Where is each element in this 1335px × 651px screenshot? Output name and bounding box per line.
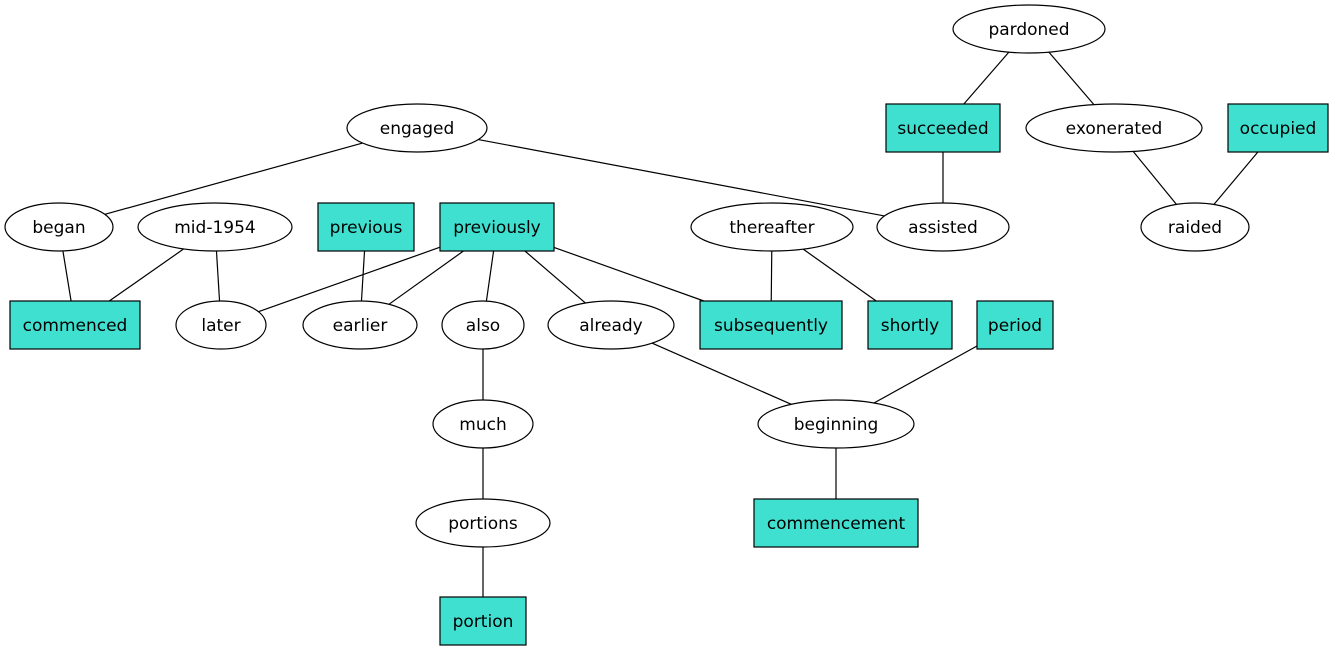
node-shortly: shortly <box>867 300 953 350</box>
node-succeeded: succeeded <box>885 103 1001 153</box>
node-portion: portion <box>439 596 527 646</box>
edges-layer <box>62 51 1259 597</box>
edge-thereafter-subsequently <box>770 250 773 302</box>
node-label: exonerated <box>1066 119 1163 139</box>
node-previously: previously <box>439 202 555 252</box>
node-commenced: commenced <box>9 300 141 350</box>
node-label: portion <box>453 612 514 632</box>
node-occupied: occupied <box>1227 103 1329 153</box>
edge-period-beginning <box>873 345 978 404</box>
node-commencement: commencement <box>753 498 919 548</box>
node-box <box>885 103 1001 153</box>
node-ellipse <box>547 300 675 350</box>
edge-previously-already <box>524 250 586 304</box>
node-label: assisted <box>908 218 978 238</box>
node-label: portions <box>448 514 518 534</box>
node-engaged: engaged <box>346 103 488 153</box>
node-label: already <box>579 316 642 336</box>
node-ellipse <box>175 300 267 350</box>
edge-thereafter-shortly <box>802 248 877 302</box>
node-label: shortly <box>881 316 939 336</box>
edge-engaged-began <box>104 142 363 215</box>
node-label: previously <box>453 218 540 238</box>
node-label: commenced <box>23 316 128 336</box>
node-ellipse <box>1025 103 1203 153</box>
node-label: raided <box>1168 218 1222 238</box>
node-ellipse <box>346 103 488 153</box>
node-also: also <box>441 300 525 350</box>
node-label: previous <box>330 218 403 238</box>
node-label: occupied <box>1240 119 1317 139</box>
edge-pardoned-succeeded <box>963 51 1010 105</box>
edge-previously-subsequently <box>553 246 705 302</box>
edge-previously-also <box>485 250 495 302</box>
node-assisted: assisted <box>876 202 1010 252</box>
edge-already-beginning <box>651 342 792 405</box>
edge-exonerated-raided <box>1132 151 1178 205</box>
node-mid1954: mid-1954 <box>137 202 293 252</box>
node-ellipse <box>876 202 1010 252</box>
node-box <box>317 202 415 252</box>
edge-mid1954-commenced <box>108 248 185 302</box>
nodes-layer: pardoned succeeded exonerated occupied engag… <box>4 4 1329 646</box>
node-beginning: beginning <box>757 399 915 449</box>
node-period: period <box>976 300 1054 350</box>
node-label: succeeded <box>897 119 988 139</box>
edge-began-commenced <box>62 250 72 302</box>
node-label: beginning <box>794 415 879 435</box>
node-label: later <box>201 316 240 336</box>
node-label: thereafter <box>729 218 814 238</box>
edge-mid1954-later <box>215 250 221 302</box>
node-ellipse <box>432 399 534 449</box>
node-earlier: earlier <box>302 300 418 350</box>
node-portions: portions <box>415 498 551 548</box>
node-label: began <box>32 218 85 238</box>
edge-previous-earlier <box>360 250 366 302</box>
node-label: earlier <box>333 316 388 336</box>
node-box <box>753 498 919 548</box>
node-box <box>867 300 953 350</box>
edge-engaged-assisted <box>478 138 885 217</box>
node-label: also <box>466 316 500 336</box>
node-pardoned: pardoned <box>952 4 1106 54</box>
node-began: began <box>4 202 114 252</box>
node-label: subsequently <box>714 316 828 336</box>
edge-pardoned-exonerated <box>1048 51 1095 106</box>
node-subsequently: subsequently <box>699 300 843 350</box>
node-ellipse <box>302 300 418 350</box>
edge-previously-earlier <box>388 250 464 305</box>
node-ellipse <box>690 202 854 252</box>
edge-occupied-raided <box>1213 151 1259 205</box>
edge-previously-later <box>258 246 441 313</box>
node-box <box>1227 103 1329 153</box>
node-ellipse <box>757 399 915 449</box>
node-box <box>439 596 527 646</box>
node-label: commencement <box>767 514 906 534</box>
node-label: pardoned <box>988 20 1069 40</box>
node-box <box>976 300 1054 350</box>
node-previous: previous <box>317 202 415 252</box>
node-later: later <box>175 300 267 350</box>
node-label: engaged <box>380 119 454 139</box>
node-label: much <box>459 415 506 435</box>
node-box <box>9 300 141 350</box>
node-ellipse <box>4 202 114 252</box>
node-box <box>439 202 555 252</box>
node-much: much <box>432 399 534 449</box>
node-ellipse <box>137 202 293 252</box>
node-ellipse <box>415 498 551 548</box>
node-box <box>699 300 843 350</box>
node-ellipse <box>441 300 525 350</box>
node-ellipse <box>952 4 1106 54</box>
node-already: already <box>547 300 675 350</box>
node-exonerated: exonerated <box>1025 103 1203 153</box>
node-raided: raided <box>1140 202 1250 252</box>
node-ellipse <box>1140 202 1250 252</box>
node-thereafter: thereafter <box>690 202 854 252</box>
node-label: mid-1954 <box>174 218 255 238</box>
node-label: period <box>988 316 1042 336</box>
